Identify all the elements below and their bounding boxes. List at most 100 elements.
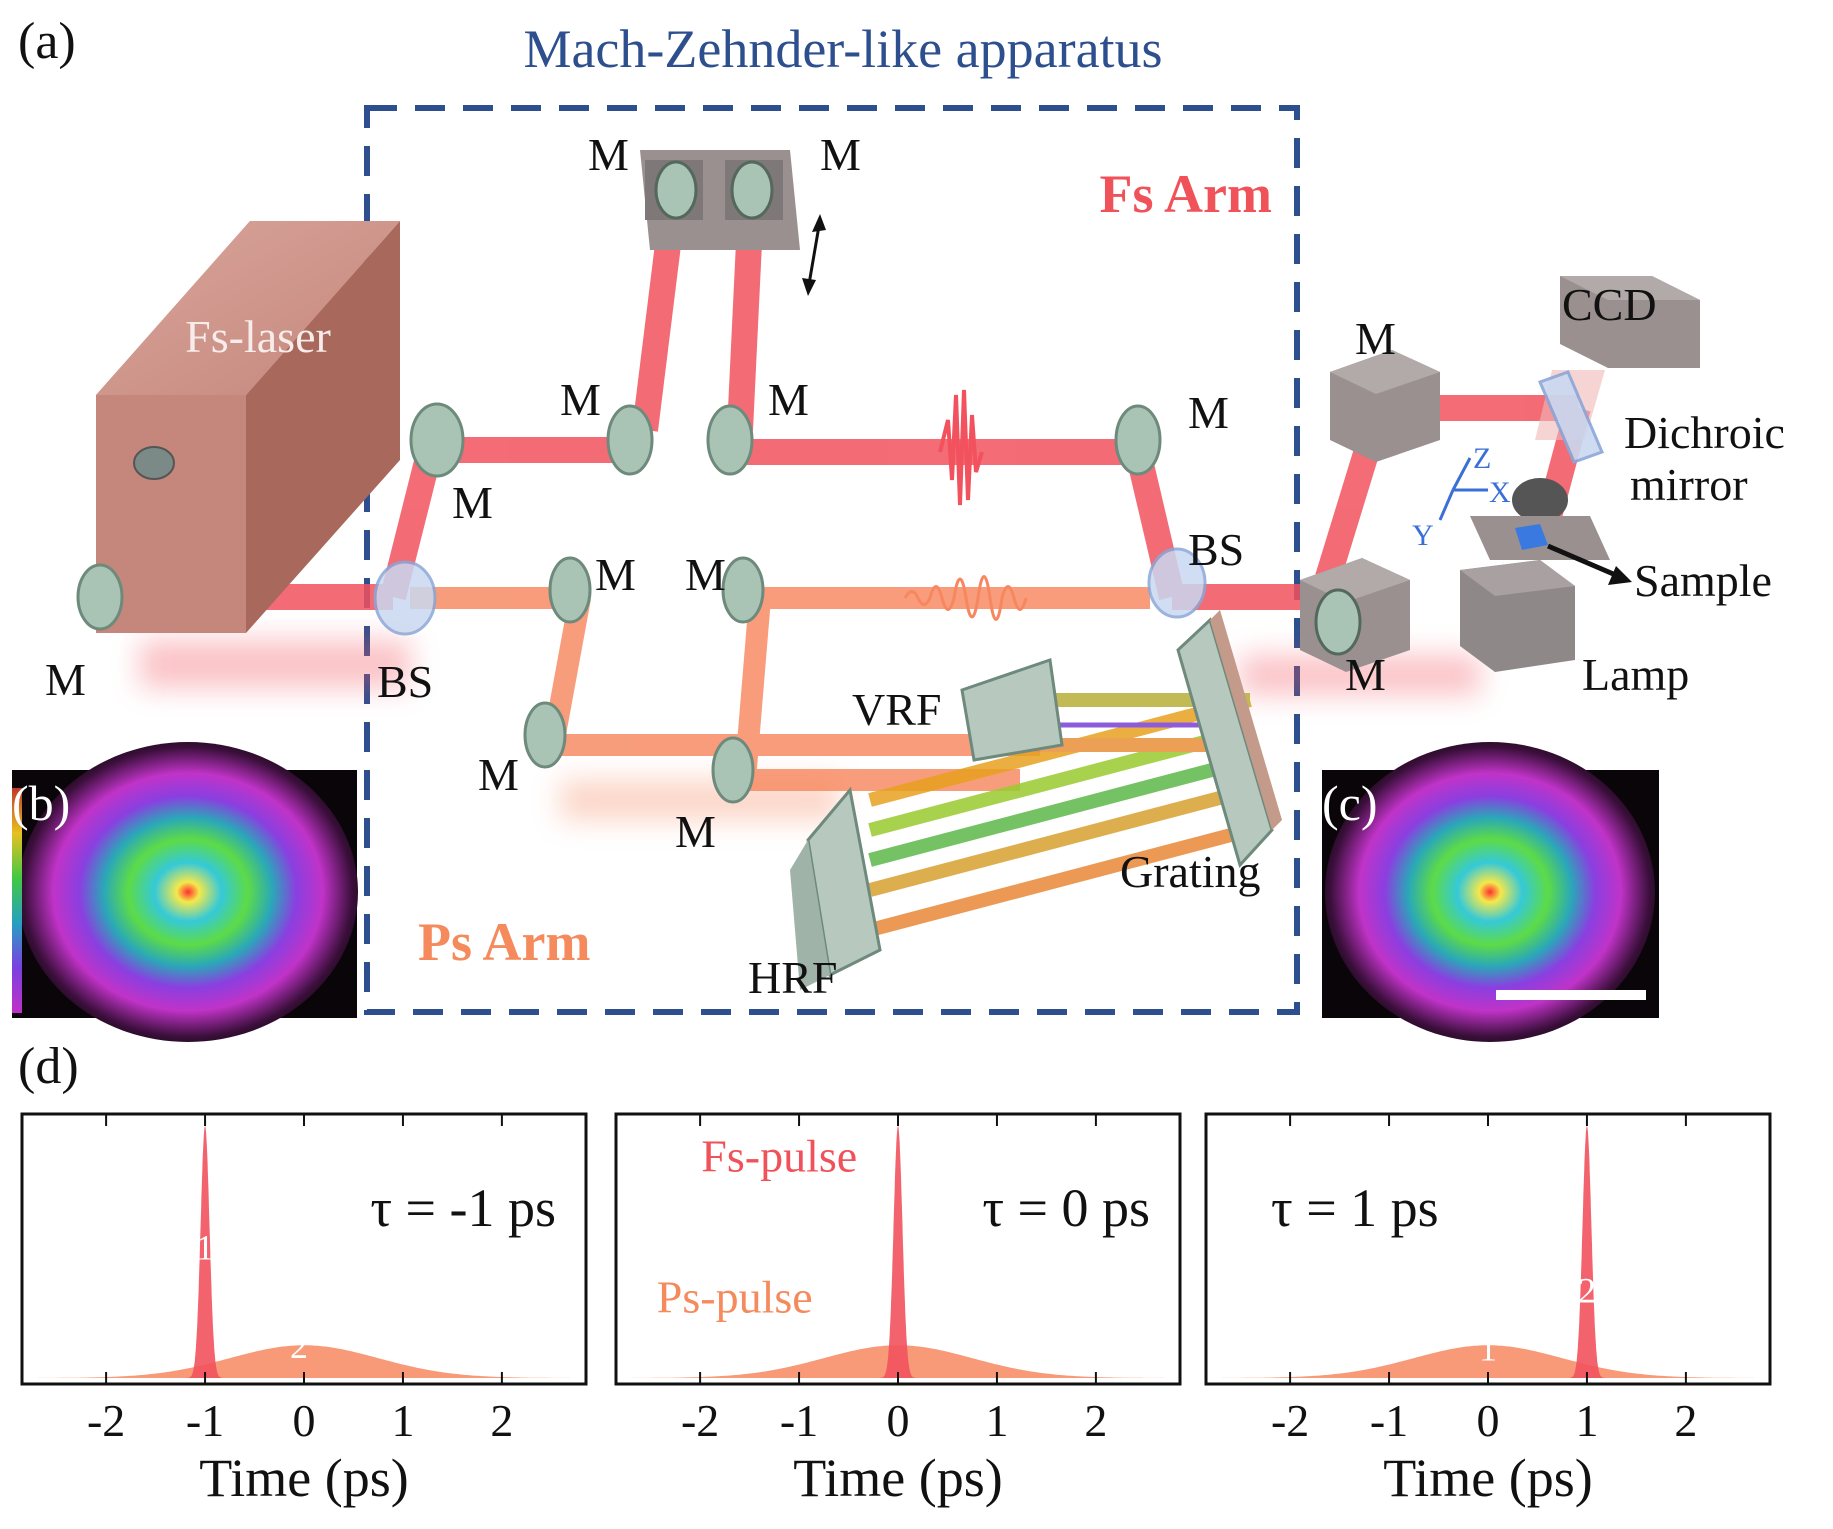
beam-splitter-icon	[1147, 547, 1207, 619]
vrf-reflector	[960, 657, 1064, 762]
mirror-icon	[711, 736, 755, 804]
lamp-label: Lamp	[1582, 649, 1689, 700]
mirror-label: M	[560, 374, 601, 425]
ccd-label: CCD	[1562, 279, 1657, 330]
sample-stage	[1460, 478, 1610, 672]
panel-label-c: (c)	[1322, 775, 1378, 831]
pulse-number-label: 1	[1479, 1328, 1497, 1368]
output-mirror-boxes	[1300, 350, 1440, 672]
bs-label-right: BS	[1188, 524, 1244, 575]
mirror-icon	[606, 404, 654, 476]
pulse-number-label: 1	[196, 1228, 214, 1268]
fs-arm-label: Fs Arm	[1100, 164, 1272, 224]
x-tick-label: 0	[293, 1395, 316, 1446]
grating	[1176, 610, 1282, 868]
panel-label-d: (d)	[18, 1038, 79, 1095]
x-tick-label: 2	[1084, 1395, 1107, 1446]
x-tick-label: 1	[985, 1395, 1008, 1446]
mirror-label: M	[685, 549, 726, 600]
mirror-label: M	[768, 374, 809, 425]
mirror-label: M	[1355, 313, 1396, 364]
mirror-label: M	[1188, 387, 1229, 438]
x-tick-label: 1	[391, 1395, 414, 1446]
hrf-reflector	[790, 786, 882, 990]
ps-arm-label: Ps Arm	[418, 912, 590, 972]
fs-pulse-area	[875, 1126, 921, 1378]
x-tick-label: -2	[87, 1395, 125, 1446]
laser-aperture-icon	[133, 446, 175, 480]
fs-laser: Fs-laser	[96, 221, 400, 633]
mirror-icon	[409, 402, 465, 478]
x-tick-label: 0	[1477, 1395, 1500, 1446]
ps-pulse-icon	[903, 575, 1028, 621]
x-tick-label: -1	[780, 1395, 818, 1446]
colorbar	[12, 788, 22, 1013]
x-axis-label: Time (ps)	[793, 1448, 1003, 1508]
mirror-label: M	[452, 477, 493, 528]
pulse-number-label: 2	[1578, 1270, 1596, 1310]
mirror-label: M	[675, 806, 716, 857]
scale-bar	[1496, 990, 1646, 1000]
mirror-icon	[706, 404, 754, 476]
tau-annotation: τ = -1 ps	[370, 1178, 556, 1238]
grating-label: Grating	[1120, 846, 1261, 897]
mirror-icon	[548, 556, 592, 624]
beam-profile-c: (c)	[1322, 742, 1659, 1042]
mirror-label: M	[595, 549, 636, 600]
axis-x-label: X	[1489, 476, 1511, 509]
x-tick-label: 2	[490, 1395, 513, 1446]
fs-pulse-icon	[938, 389, 984, 506]
panel-label-a: (a)	[18, 13, 76, 70]
x-tick-label: -1	[186, 1395, 224, 1446]
x-axis-label: Time (ps)	[1383, 1448, 1593, 1508]
series-label: Ps-pulse	[657, 1271, 813, 1322]
hrf-label: HRF	[748, 952, 837, 1003]
tau-annotation: τ = 0 ps	[982, 1178, 1150, 1238]
x-tick-label: -2	[681, 1395, 719, 1446]
dichroic-mirror	[1537, 370, 1605, 464]
x-tick-label: -1	[1370, 1395, 1408, 1446]
pulse-number-label: 2	[290, 1326, 308, 1366]
apparatus-title: Mach-Zehnder-like apparatus	[523, 19, 1162, 79]
axis-y-label: Y	[1412, 519, 1434, 552]
mirror-label: M	[820, 129, 861, 180]
mirror-icon	[523, 701, 567, 769]
tau-annotation: τ = 1 ps	[1271, 1178, 1439, 1238]
series-label: Fs-pulse	[701, 1130, 857, 1181]
beam-splitters	[373, 547, 1207, 636]
vrf-label: VRF	[852, 684, 941, 735]
beam-profile-b: (b)	[12, 742, 358, 1042]
delay-stage	[640, 150, 826, 296]
fs-pulse-area	[1564, 1126, 1610, 1378]
mirror-icon	[1314, 588, 1362, 656]
mirror-label: M	[588, 129, 629, 180]
fs-pulse-area	[182, 1126, 228, 1378]
x-tick-label: 2	[1674, 1395, 1697, 1446]
ps-pulse-area	[1206, 1345, 1770, 1378]
mach-zehnder-box	[364, 105, 1300, 1015]
x-tick-label: 1	[1575, 1395, 1598, 1446]
dichroic-label-line2: mirror	[1630, 459, 1748, 510]
beam-splitter-icon	[373, 560, 437, 636]
mirror-icon	[76, 563, 124, 631]
panel-label-b: (b)	[12, 775, 70, 831]
mirrors	[76, 402, 1162, 804]
x-tick-label: 0	[887, 1395, 910, 1446]
fs-laser-label: Fs-laser	[185, 311, 331, 362]
x-axis-label: Time (ps)	[199, 1448, 409, 1508]
mirror-label: M	[1345, 649, 1386, 700]
mirror-label: M	[478, 749, 519, 800]
bs-label-left: BS	[377, 656, 433, 707]
mirror-label: M	[45, 654, 86, 705]
dichroic-label-line1: Dichroic	[1624, 407, 1785, 458]
mirror-icon	[654, 160, 698, 220]
ps-pulse-area	[22, 1345, 586, 1378]
axis-z-label: Z	[1473, 442, 1491, 475]
sample-arrow-icon	[1547, 543, 1619, 579]
mirror-icon	[730, 160, 774, 220]
x-tick-label: -2	[1271, 1395, 1309, 1446]
